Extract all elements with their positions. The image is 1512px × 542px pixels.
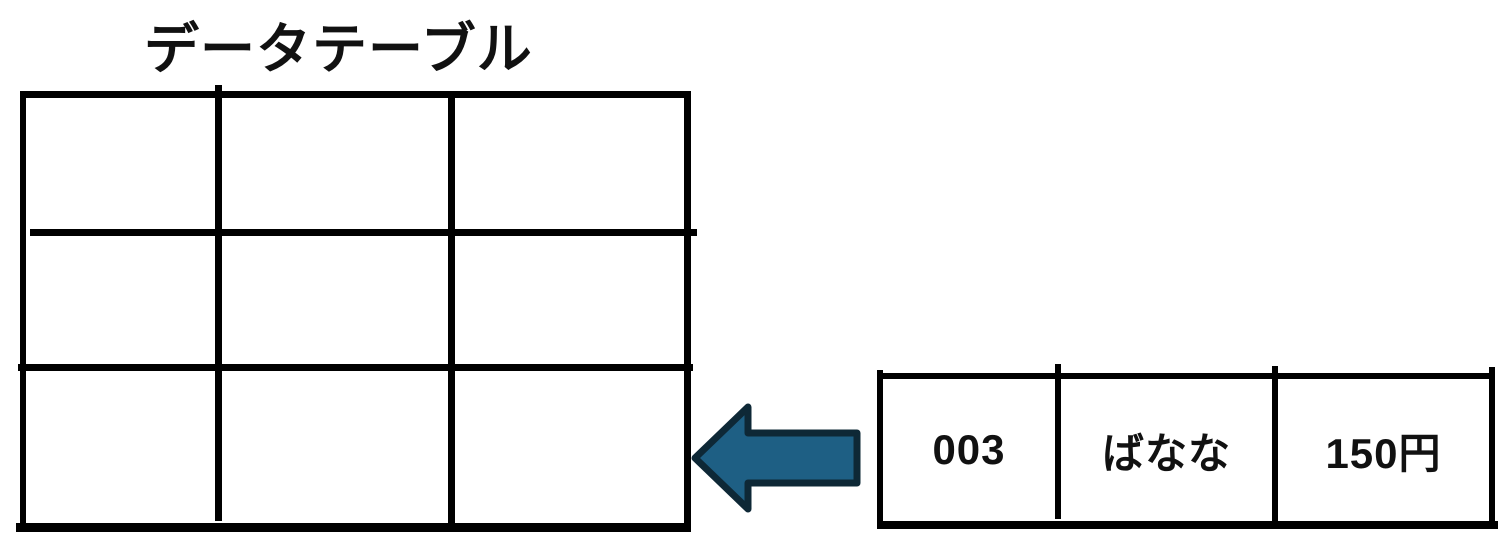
data-table-cell-r3c1 — [26, 371, 215, 523]
new-row-cell-id: 003 — [932, 426, 1006, 473]
data-table-cell-r2c1 — [26, 236, 215, 364]
data-table-border-bottom — [16, 523, 691, 532]
left-arrow-icon — [691, 403, 861, 513]
data-table-cell-r2c2 — [222, 236, 448, 364]
data-table-cell-r1c2 — [222, 98, 448, 229]
new-row-cell-name: ばなな — [1101, 429, 1231, 477]
new-row-border-right — [1489, 367, 1495, 524]
data-table-grid-vline-2 — [448, 91, 455, 525]
new-row-border-left — [877, 370, 883, 529]
data-table-grid-vline-1 — [215, 85, 222, 521]
new-row-border-top — [877, 373, 1495, 379]
left-arrow-shape — [691, 403, 861, 513]
data-table-grid-hline-2 — [18, 364, 693, 371]
data-table-border-left — [20, 91, 26, 531]
data-table-cell-r3c3 — [455, 371, 684, 523]
data-table-cell-r1c3 — [455, 98, 684, 229]
data-table-grid-hline-1 — [30, 229, 697, 236]
new-row-vline-2 — [1272, 366, 1278, 529]
new-row-cell-price: 150円 — [1325, 429, 1442, 477]
new-row-border-bottom — [879, 521, 1498, 529]
data-table-border-right — [684, 91, 691, 529]
data-table-cell-r1c1 — [26, 98, 215, 229]
data-table-cell-r3c2 — [222, 371, 448, 523]
diagram-title: データテーブル — [144, 18, 533, 80]
data-table-border-top — [20, 91, 691, 98]
new-row-vline-1 — [1055, 364, 1061, 519]
data-table-cell-r2c3 — [455, 236, 684, 364]
